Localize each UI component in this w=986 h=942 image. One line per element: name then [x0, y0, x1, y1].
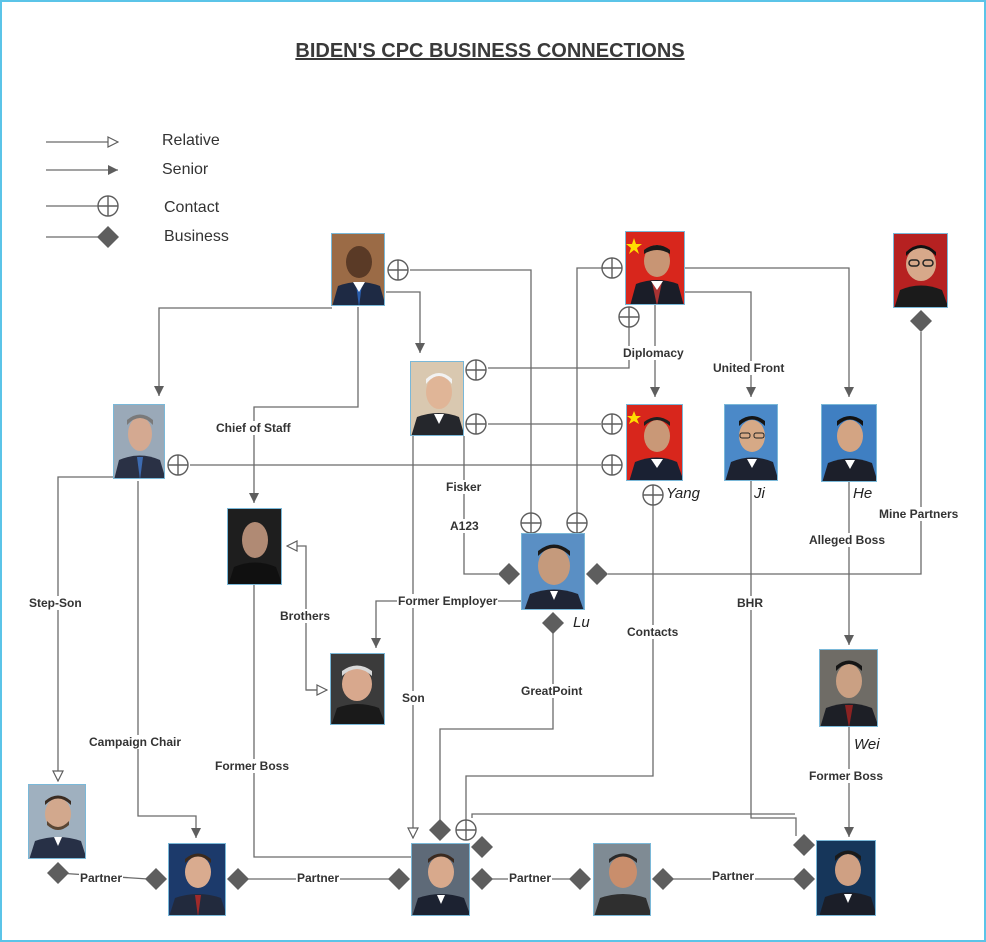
portrait-li — [816, 840, 876, 916]
xi-diplomacy-contact — [488, 307, 630, 369]
obama-kerry-senior — [159, 290, 346, 396]
business-marker — [793, 834, 815, 856]
contact-marker — [601, 257, 623, 279]
edge-label-mine-partners: Mine Partners — [878, 507, 960, 521]
edge-label-campaign-chair: Campaign Chair — [88, 735, 183, 749]
xi-he-senior — [685, 267, 854, 397]
business-marker — [910, 310, 932, 332]
edge-label-alleged-boss: Alleged Boss — [808, 533, 887, 547]
portrait-ji — [724, 404, 778, 481]
edge-label-contacts: Contacts — [626, 625, 680, 639]
edge-label-a123: A123 — [449, 519, 480, 533]
portrait-kim — [893, 233, 948, 308]
portrait-he — [821, 404, 877, 482]
portrait-obama — [331, 233, 385, 306]
portrait-emanuel — [227, 508, 282, 585]
contact-marker — [642, 484, 664, 506]
obama-lu-contact — [410, 269, 532, 513]
edge-label-united-front: United Front — [712, 361, 786, 375]
lu-hunter-greatpoint — [439, 633, 554, 820]
business-marker — [97, 226, 119, 248]
edge-label-greatpoint: GreatPoint — [520, 684, 584, 698]
contact-marker — [455, 819, 477, 841]
node-label-wei: Wei — [854, 736, 880, 753]
legend-business-label: Business — [164, 228, 229, 245]
business-marker — [227, 868, 249, 890]
edge-label-bhr: BHR — [736, 596, 764, 610]
page-title: BIDEN'S CPC BUSINESS CONNECTIONS — [295, 40, 685, 62]
edge-label-brothers: Brothers — [279, 609, 332, 623]
business-marker — [793, 868, 815, 890]
contact-marker — [520, 512, 542, 534]
portrait-lu — [521, 533, 585, 610]
edge-label-partner-3: Partner — [508, 871, 553, 885]
contact-marker — [97, 195, 119, 217]
portrait-wei — [819, 649, 878, 727]
portrait-biden — [410, 361, 464, 436]
business-marker — [542, 612, 564, 634]
business-marker — [429, 819, 451, 841]
legend-senior-label: Senior — [162, 161, 209, 178]
yang-hunter-contacts — [465, 505, 654, 820]
legend-contact-label: Contact — [164, 199, 220, 216]
lu-kim-mine — [608, 332, 922, 575]
contact-marker — [465, 359, 487, 381]
edge-label-partner-1: Partner — [79, 871, 124, 885]
portrait-kerry — [113, 404, 165, 479]
business-marker — [47, 862, 69, 884]
legend-relative-label: Relative — [162, 132, 220, 149]
edge-label-chief-of-staff: Chief of Staff — [215, 421, 292, 435]
contact-marker — [618, 306, 640, 328]
edge-label-fisker: Fisker — [445, 480, 483, 494]
edge-label-partner-2: Partner — [296, 871, 341, 885]
contact-marker — [601, 413, 623, 435]
portrait-bulger — [593, 843, 651, 916]
contact-marker — [465, 413, 487, 435]
portrait-hunter — [411, 843, 470, 916]
node-label-ji: Ji — [754, 485, 765, 502]
obama-biden-senior — [386, 291, 425, 353]
obama-emanuel-chief — [249, 307, 359, 503]
edge-label-former-boss-left: Former Boss — [214, 759, 291, 773]
business-marker — [145, 868, 167, 890]
kerry-archer-campaign — [137, 481, 201, 838]
ji-li-bhr — [750, 480, 797, 836]
portrait-archer — [168, 843, 226, 916]
xi-lu-contact — [576, 267, 612, 513]
business-marker — [471, 868, 493, 890]
contact-marker — [601, 454, 623, 476]
business-marker — [498, 563, 520, 585]
node-label-yang: Yang — [666, 485, 700, 502]
contact-marker — [387, 259, 409, 281]
portrait-daley — [330, 653, 385, 725]
lu-daley-employer — [371, 600, 521, 648]
business-marker — [471, 836, 493, 858]
edge-label-former-boss-right: Former Boss — [808, 769, 885, 783]
edge-label-son: Son — [401, 691, 426, 705]
node-label-he: He — [853, 485, 873, 502]
contact-marker — [566, 512, 588, 534]
portrait-yang — [626, 404, 683, 481]
edge-label-former-employer: Former Employer — [397, 594, 499, 608]
portrait-xi — [625, 231, 685, 305]
portrait-heinz — [28, 784, 86, 859]
business-marker — [388, 868, 410, 890]
edge-label-step-son: Step-Son — [28, 596, 83, 610]
biden-lu-fisker — [463, 436, 498, 575]
business-marker — [652, 868, 674, 890]
xi-ji-senior — [685, 291, 756, 397]
contact-marker — [167, 454, 189, 476]
edge-label-partner-4: Partner — [711, 869, 756, 883]
edge-label-diplomacy: Diplomacy — [622, 346, 685, 360]
hunter-ohr-business — [471, 813, 795, 818]
node-label-lu: Lu — [573, 614, 590, 631]
emanuel-hunter-former-boss — [253, 585, 411, 858]
kerry-heinz-stepson — [58, 476, 115, 781]
business-marker — [569, 868, 591, 890]
business-marker — [586, 563, 608, 585]
